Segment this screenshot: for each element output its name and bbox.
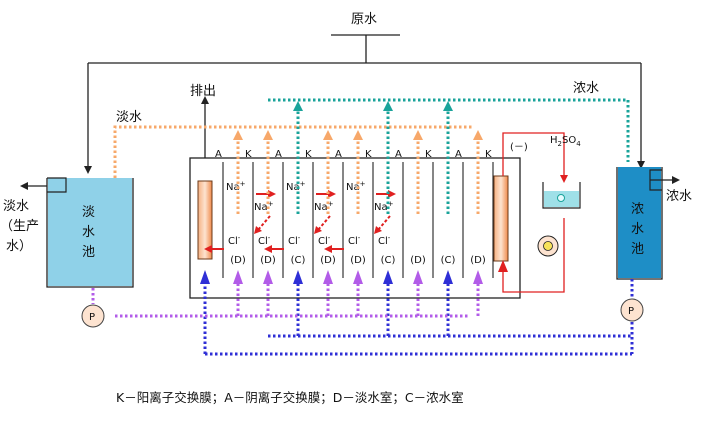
sodium-ion-b-1: Na+ — [314, 200, 334, 213]
acid-circuit — [502, 132, 565, 293]
dilute-water-header — [113, 125, 474, 178]
discharge-label: 排出 — [190, 84, 216, 99]
anode-electrode — [197, 180, 213, 260]
concentrate-line-label: 浓水 — [573, 81, 599, 96]
recycle-inflow-0 — [233, 270, 243, 316]
concentrate-header — [268, 98, 630, 162]
sodium-ion-b-2: Na+ — [374, 200, 394, 213]
dilute-outflow-3 — [323, 130, 333, 214]
product-water-label-2: （生产 — [0, 219, 39, 234]
acid-tank — [542, 182, 581, 209]
chamber-label-2: (C) — [291, 255, 306, 266]
membrane-label-0: A — [215, 149, 222, 160]
chamber-label-7: (C) — [441, 255, 456, 266]
membrane-label-4: A — [335, 149, 342, 160]
chloride-ion-b-1: Cl- — [318, 234, 331, 247]
electrodialysis-stack — [189, 157, 521, 299]
chamber-label-0: (D) — [230, 255, 246, 266]
legend-text: K－阳离子交换膜；A－阴离子交换膜；D－淡水室；C－浓水室 — [116, 390, 464, 405]
cathode-electrode — [493, 175, 509, 262]
membrane-label-3: K — [305, 149, 312, 160]
chloride-ion-b-0: Cl- — [258, 234, 271, 247]
recycle-inflow-3 — [323, 270, 333, 316]
dilute-tank-label-1: 淡 — [82, 205, 95, 220]
ion-group-2: Na+ Na+ Cl- Cl- — [324, 180, 396, 253]
chamber-label-8: (D) — [470, 255, 486, 266]
feed-pipe — [205, 279, 634, 356]
recycle-inflow-4 — [353, 270, 363, 316]
conc-out-label: 浓水 — [666, 189, 692, 204]
concentrate-outflow-5 — [383, 101, 393, 214]
membrane-label-7: K — [425, 149, 432, 160]
membrane-label-2: A — [275, 149, 282, 160]
concentrate-outflow-7 — [443, 101, 453, 214]
conc-pump-label: P — [628, 306, 634, 317]
product-water-label-3: 水） — [6, 239, 32, 254]
recycle-inflow-8 — [473, 270, 483, 316]
dilute-outflow-4 — [353, 130, 363, 214]
acid-down-arrow — [560, 175, 568, 183]
chamber-label-1: (D) — [260, 255, 276, 266]
acid-arrow-head — [498, 260, 508, 272]
dilute-outflow-8 — [473, 130, 483, 214]
conc-tank-label-1: 浓 — [631, 202, 644, 217]
feed-inflow-7 — [443, 270, 453, 336]
concentrate-tank — [616, 167, 663, 280]
dilute-pump-label: P — [89, 312, 95, 323]
dilute-outflow-1 — [263, 130, 273, 214]
ion-group-1: Na+ Na+ Cl- Cl- — [264, 180, 336, 253]
feed-inflow-2 — [293, 270, 303, 336]
dilute-pump — [81, 304, 105, 328]
ion-transport-layer: Na+ Na+ Cl- Cl- Na+ Na+ Cl- Cl- Na+ Na+ Cl- Cl- — [204, 180, 396, 253]
membrane-label-5: K — [365, 149, 372, 160]
membrane-lines — [222, 162, 494, 278]
sodium-ion-0: Na+ — [226, 180, 246, 193]
recycle-inflow-6 — [413, 270, 423, 316]
sodium-ion-b-0: Na+ — [254, 200, 274, 213]
membrane-label-8: A — [455, 149, 462, 160]
dilute-outflow-0 — [233, 130, 243, 214]
chloride-ion-1: Cl- — [288, 234, 301, 247]
acid-label: H2SO4 — [550, 135, 581, 148]
recycle-pipe — [91, 288, 470, 318]
chloride-ion-b-2: Cl- — [378, 234, 391, 247]
chamber-label-3: (D) — [320, 255, 336, 266]
conc-tank-label-3: 池 — [631, 242, 644, 257]
chamber-label-4: (D) — [350, 255, 366, 266]
sodium-ion-1: Na+ — [286, 180, 306, 193]
chamber-label-5: (C) — [381, 255, 396, 266]
feed-inflow-5 — [383, 270, 393, 336]
chamber-label-6: (D) — [410, 255, 426, 266]
membrane-label-1: K — [245, 149, 252, 160]
concentrate-pump — [620, 298, 644, 322]
sodium-ion-2: Na+ — [346, 180, 366, 193]
dilute-tank-label-3: 池 — [82, 245, 95, 260]
raw-water-pipe — [84, 34, 645, 174]
chamber-flow-layer — [200, 101, 483, 354]
product-water-label-1: 淡水 — [3, 199, 29, 214]
chamber-labels: (D) (D) (C) (D) (D) (C) (D) (C) (D) — [230, 255, 486, 266]
electrode-feed-0 — [200, 270, 210, 354]
membrane-label-6: A — [395, 149, 402, 160]
dilute-tank — [46, 177, 134, 288]
dilute-outflow-6 — [413, 130, 423, 214]
chloride-ion-2: Cl- — [348, 234, 361, 247]
acid-pump — [537, 235, 559, 257]
concentrate-outflow-2 — [293, 101, 303, 214]
dilute-tank-label-2: 水 — [82, 225, 95, 240]
raw-water-label: 原水 — [351, 12, 377, 27]
membrane-label-9: K — [485, 149, 492, 160]
chloride-ion-0: Cl- — [228, 234, 241, 247]
neg-electrode-label: (－) — [510, 142, 528, 153]
dilute-water-line-label: 淡水 — [116, 110, 142, 125]
conc-tank-label-2: 水 — [631, 222, 644, 237]
ion-group-0: Na+ Na+ Cl- Cl- — [204, 180, 276, 253]
recycle-inflow-1 — [263, 270, 273, 316]
